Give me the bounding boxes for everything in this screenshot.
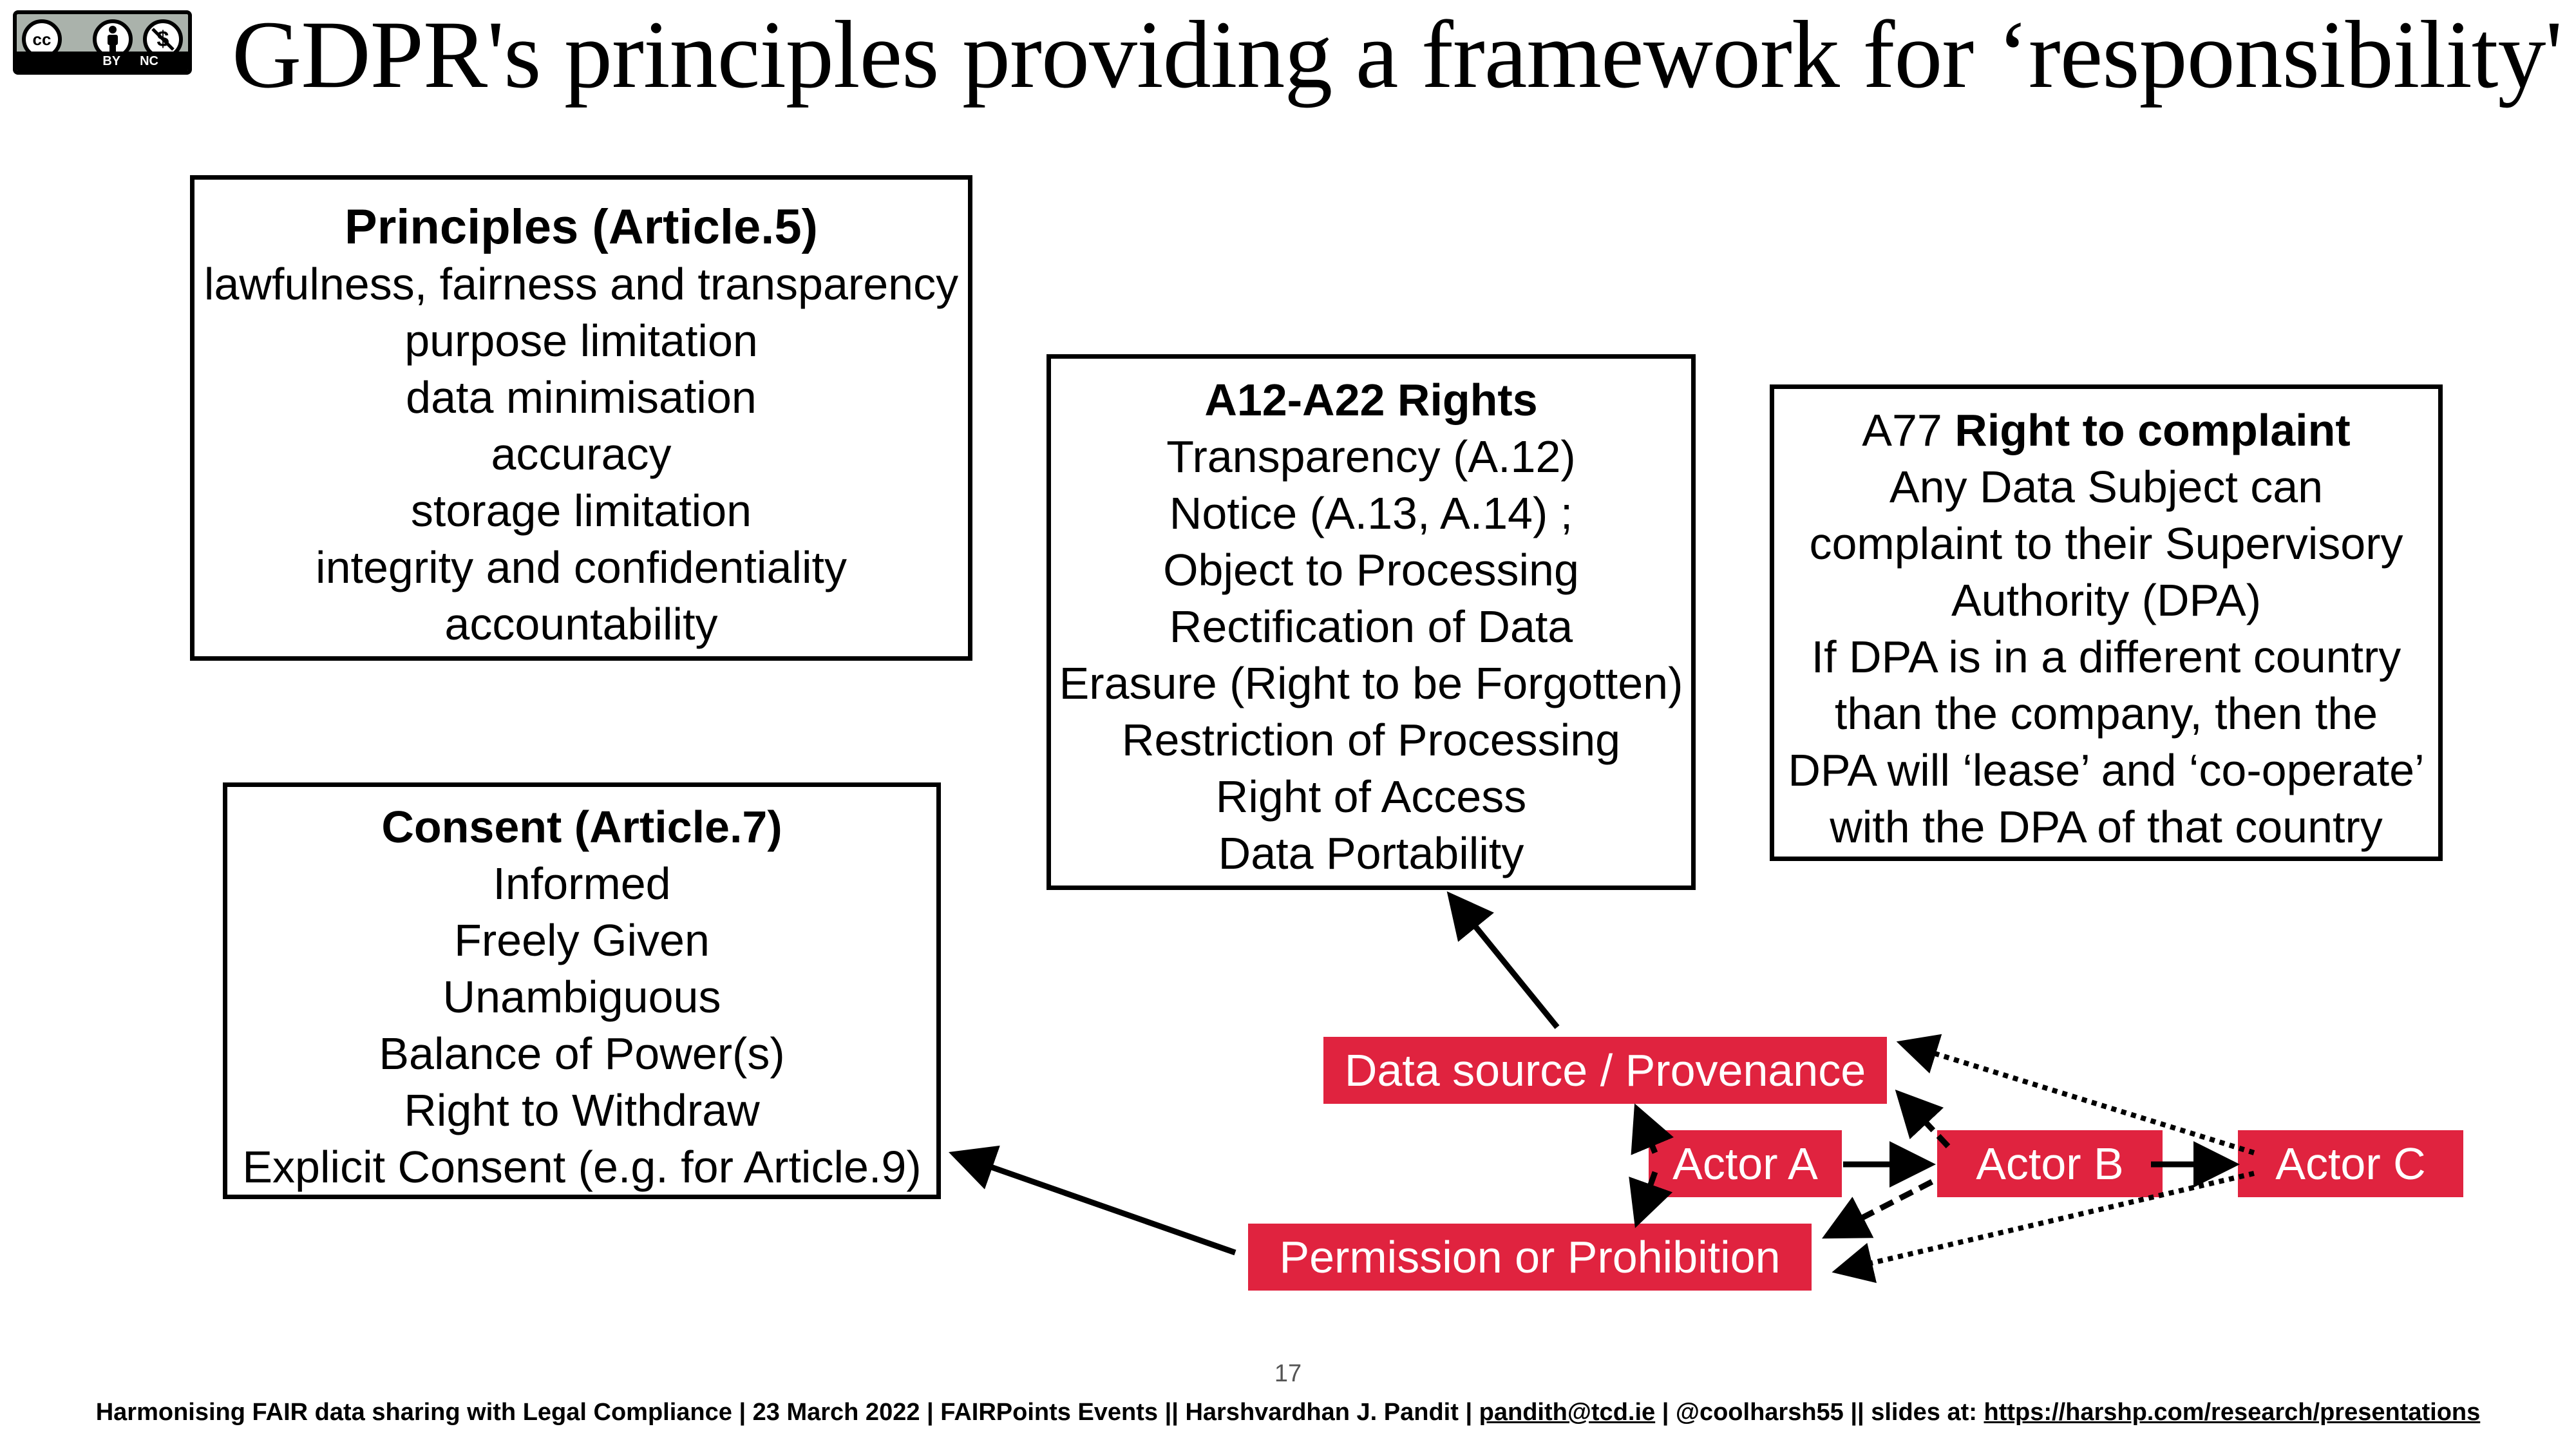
principle-item: accuracy [491,429,672,479]
footer-text: Harmonising FAIR data sharing with Legal… [95,1399,1479,1426]
complaint-item: If DPA is in a different country [1811,632,2401,682]
principle-item: purpose limitation [404,316,758,366]
right-item: Restriction of Processing [1121,715,1621,765]
cc-license-badge: cc $ BY NC [13,10,192,75]
cc-label: cc [32,29,52,49]
footer: Harmonising FAIR data sharing with Legal… [0,1399,2576,1426]
principle-item: lawfulness, fairness and transparency [204,259,959,309]
complaint-box: A77 Right to complaint Any Data Subject … [1770,384,2443,861]
principle-item: storage limitation [410,486,752,536]
node-data-source: Data source / Provenance [1323,1037,1887,1104]
principle-item: data minimisation [406,372,757,422]
arrow-actor-c-to-source [1896,1034,2255,1155]
footer-middle: | @coolharsh55 || slides at: [1655,1399,1984,1426]
slide-title: GDPR's principles providing a framework … [232,1,2562,108]
rights-heading: A12-A22 Rights [1204,375,1538,425]
complaint-heading-bold: Right to complaint [1955,405,2351,455]
right-item: Object to Processing [1163,545,1579,595]
right-item: Data Portability [1218,828,1524,878]
consent-item: Explicit Consent (e.g. for Article.9) [242,1142,922,1192]
page-number: 17 [1274,1360,1302,1387]
right-item: Erasure (Right to be Forgotten) [1059,658,1683,708]
principle-item: integrity and confidentiality [316,542,847,592]
consent-item: Unambiguous [442,972,721,1022]
node-permission: Permission or Prohibition [1248,1224,1812,1291]
complaint-item: than the company, then the [1834,688,2378,739]
complaint-item: with the DPA of that country [1830,802,2383,852]
principles-heading: Principles (Article.5) [345,200,818,254]
arrow-actor-b-to-permission [1822,1179,1934,1239]
rights-box: A12-A22 Rights Transparency (A.12) Notice… [1046,354,1696,890]
node-actor-b: Actor B [1937,1130,2163,1197]
consent-item: Freely Given [454,915,710,965]
consent-item: Balance of Power(s) [379,1028,785,1079]
complaint-item: Any Data Subject can [1889,462,2324,512]
nc-label: NC [140,53,158,68]
right-item: Right of Access [1215,772,1527,822]
arrow-actor-c-to-permission [1832,1171,2255,1283]
consent-item: Informed [493,858,671,909]
complaint-item: Authority (DPA) [1951,575,2262,625]
right-item: Transparency (A.12) [1166,431,1576,482]
node-actor-a: Actor A [1649,1130,1842,1197]
right-item: Notice (A.13, A.14) ; [1169,488,1573,538]
complaint-item: DPA will ‘lease’ and ‘co-operate’ [1788,745,2425,795]
footer-slides-link[interactable]: https://harshp.com/research/presentation… [1984,1399,2481,1426]
arrow-actor-a-to-permission [1629,1171,1673,1228]
principle-item: accountability [444,599,718,649]
complaint-heading-prefix: A77 [1862,405,1955,455]
arrow-actor-b-to-source [1895,1089,1951,1149]
badge-strip: BY NC [17,52,188,71]
arrow-actor-a-to-source [1631,1103,1674,1155]
arrow-source-to-rights [1446,891,1560,1029]
consent-heading: Consent (Article.7) [381,802,782,852]
arrow-permission-to-consent [949,1145,1236,1256]
right-item: Rectification of Data [1169,601,1573,652]
complaint-heading: A77 Right to complaint [1774,402,2438,459]
footer-email-link[interactable]: pandith@tcd.ie [1479,1399,1656,1426]
by-label: BY [102,53,121,68]
node-actor-c: Actor C [2238,1130,2463,1197]
consent-item: Right to Withdraw [404,1085,760,1135]
principles-box: Principles (Article.5) lawfulness, fairn… [190,175,972,661]
complaint-item: complaint to their Supervisory [1809,518,2403,569]
